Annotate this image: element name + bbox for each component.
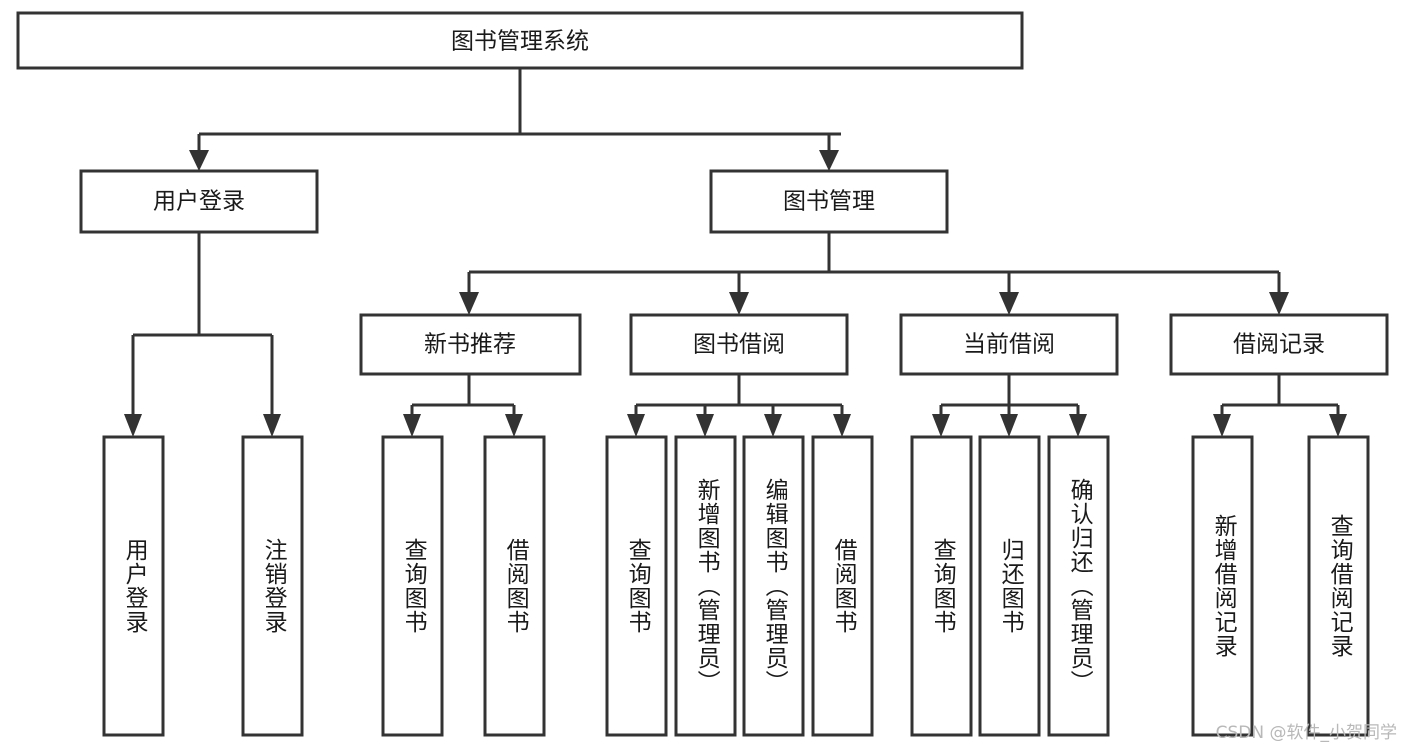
arrowhead-leaf-return-book <box>1000 414 1018 437</box>
node-box-leaf-query-book-2[interactable] <box>605 435 668 737</box>
node-label-root: 图书管理系统 <box>451 29 589 55</box>
arrowhead-leaf-query-book-1 <box>403 414 421 437</box>
arrowhead-leaf-query-book-2 <box>627 414 645 437</box>
connector-group-book-management <box>459 232 1289 315</box>
arrowhead-leaf-borrow-book-1 <box>505 414 523 437</box>
node-label-borrow-record: 借阅记录 <box>1233 332 1325 358</box>
arrowhead-leaf-user-login <box>124 414 142 437</box>
node-new-book-recommend[interactable]: 新书推荐 <box>359 313 582 376</box>
arrowhead-leaf-borrow-book-2 <box>833 414 851 437</box>
node-box-book-borrow[interactable] <box>629 313 849 376</box>
node-label-book-borrow: 图书借阅 <box>693 332 785 358</box>
arrowhead-leaf-confirm-return-admin <box>1069 414 1087 437</box>
node-box-leaf-query-borrow-record[interactable] <box>1307 435 1370 737</box>
connector-group-user-login <box>124 232 281 437</box>
watermark-text: CSDN @软件_小贺同学 <box>1215 723 1397 743</box>
node-box-leaf-return-book[interactable] <box>978 435 1041 737</box>
arrowhead-leaf-query-borrow-record <box>1329 414 1347 437</box>
connector-group-root <box>189 68 841 171</box>
node-box-leaf-borrow-book-2[interactable] <box>811 435 874 737</box>
node-book-management[interactable]: 图书管理 <box>709 169 949 234</box>
node-user-login[interactable]: 用户登录 <box>79 169 319 234</box>
node-borrow-record[interactable]: 借阅记录 <box>1169 313 1389 376</box>
connector-group-new-book-recommend <box>403 374 523 437</box>
node-box-borrow-record[interactable] <box>1169 313 1389 376</box>
node-book-borrow[interactable]: 图书借阅 <box>629 313 849 376</box>
connector-group-borrow-record <box>1213 374 1347 437</box>
node-box-leaf-confirm-return-admin[interactable] <box>1047 435 1110 737</box>
arrowhead-leaf-query-book-3 <box>932 414 950 437</box>
node-box-leaf-user-login[interactable] <box>102 435 165 737</box>
node-root[interactable]: 图书管理系统 <box>16 11 1024 70</box>
arrowhead-current-borrow <box>999 292 1019 315</box>
connector-group-current-borrow <box>932 374 1087 437</box>
node-box-leaf-edit-book-admin[interactable] <box>742 435 805 737</box>
node-box-leaf-add-book-admin[interactable] <box>674 435 737 737</box>
node-box-leaf-logout-login[interactable] <box>241 435 304 737</box>
node-current-borrow[interactable]: 当前借阅 <box>899 313 1119 376</box>
node-box-current-borrow[interactable] <box>899 313 1119 376</box>
node-box-leaf-query-book-1[interactable] <box>381 435 444 737</box>
node-label-new-book-recommend: 新书推荐 <box>424 332 516 358</box>
node-box-book-management[interactable] <box>709 169 949 234</box>
arrowhead-leaf-add-borrow-record <box>1213 414 1231 437</box>
node-label-current-borrow: 当前借阅 <box>963 332 1055 358</box>
arrowhead-leaf-edit-book-admin <box>764 414 782 437</box>
node-box-new-book-recommend[interactable] <box>359 313 582 376</box>
arrowhead-book-management <box>819 150 839 171</box>
node-box-leaf-query-book-3[interactable] <box>910 435 973 737</box>
node-label-book-management: 图书管理 <box>783 189 875 215</box>
node-box-leaf-borrow-book-1[interactable] <box>483 435 546 737</box>
node-box-leaf-add-borrow-record[interactable] <box>1191 435 1254 737</box>
node-box-root[interactable] <box>16 11 1024 70</box>
arrowhead-new-book-recommend <box>459 292 479 315</box>
node-label-user-login: 用户登录 <box>153 189 245 215</box>
arrowhead-borrow-record <box>1269 292 1289 315</box>
node-box-user-login[interactable] <box>79 169 319 234</box>
arrowhead-leaf-add-book-admin <box>696 414 714 437</box>
arrowhead-user-login <box>189 150 209 171</box>
arrowhead-leaf-logout-login <box>263 414 281 437</box>
connector-group-book-borrow <box>627 374 851 437</box>
arrowhead-book-borrow <box>729 292 749 315</box>
